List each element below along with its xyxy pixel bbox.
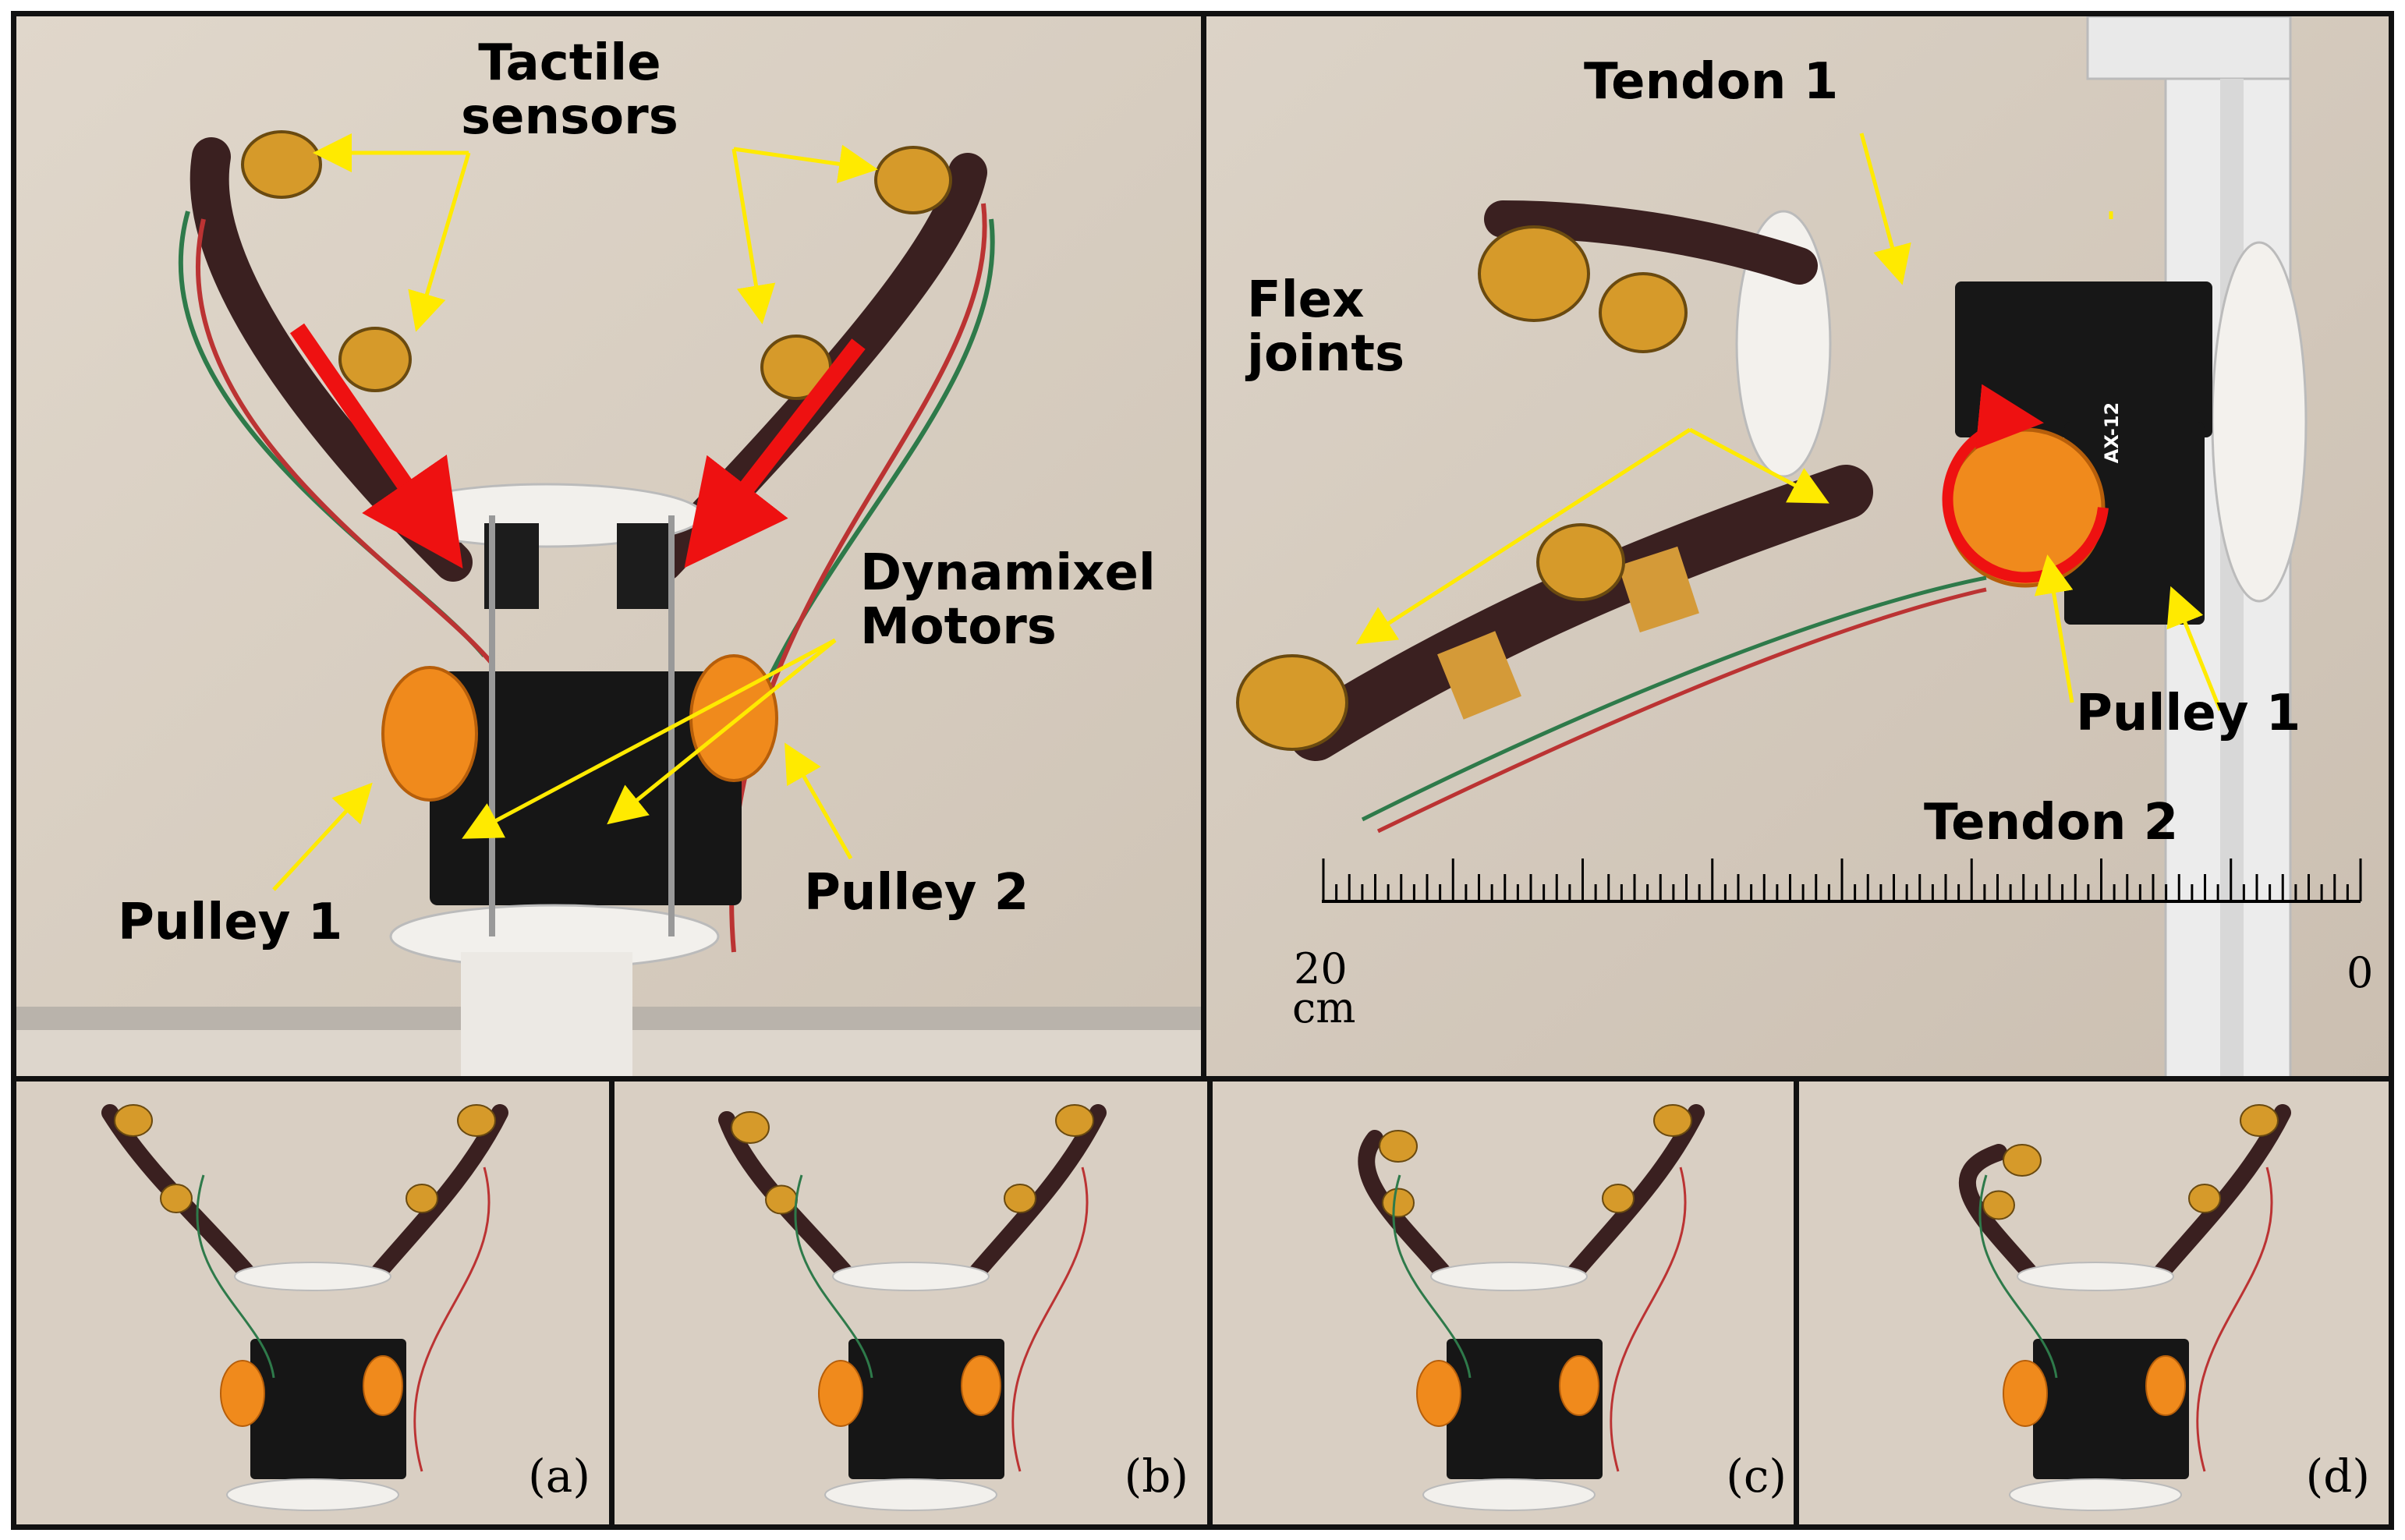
- sequence-panel-d: (d): [1794, 1076, 2394, 1530]
- sequence-a-illustration: [16, 1082, 609, 1524]
- top-plate: [1430, 1262, 1588, 1291]
- label-pulley-1: Pulley 1: [118, 894, 343, 951]
- label-pulley-1-top-view: Pulley 1: [2076, 685, 2301, 742]
- tactile-sensor: [2188, 1184, 2221, 1213]
- wire: [2196, 1167, 2273, 1472]
- motor-model-label: AX-12: [2101, 402, 2123, 464]
- label-tendon-1: Tendon 1: [1584, 53, 1839, 111]
- tactile-sensor: [731, 1111, 770, 1144]
- pulley-2: [363, 1355, 403, 1416]
- tactile-sensor: [114, 1104, 153, 1137]
- label-pulley-2: Pulley 2: [804, 864, 1029, 922]
- sequence-panel-b: (b): [609, 1076, 1213, 1530]
- tactile-sensor: [1379, 1130, 1418, 1163]
- tactile-sensor: [2003, 1144, 2042, 1177]
- tactile-sensor: [1982, 1190, 2015, 1220]
- top-plate: [2017, 1262, 2174, 1291]
- sequence-panel-c: (c): [1207, 1076, 1811, 1530]
- label-tactile-sensors: Tactile sensors: [461, 34, 678, 147]
- label-flex-joints: Flex joints: [1247, 271, 1405, 384]
- wire: [1392, 1174, 1472, 1379]
- tactile-sensor: [1602, 1184, 1635, 1213]
- bottom-plate: [2009, 1478, 2182, 1511]
- tactile-sensor: [1004, 1184, 1036, 1213]
- sequence-letter-d: (d): [2305, 1450, 2370, 1503]
- pulley-1: [2003, 1360, 2048, 1427]
- bottom-plate: [226, 1478, 399, 1511]
- wire: [794, 1174, 873, 1379]
- bottom-plate: [1422, 1478, 1596, 1511]
- top-plate: [832, 1262, 990, 1291]
- tactile-sensor: [457, 1104, 496, 1137]
- wire: [1610, 1167, 1687, 1472]
- left-finger: [1958, 1144, 2042, 1285]
- ruler-unit: cm: [1292, 983, 1356, 1032]
- ruler-left-value: 20: [1294, 944, 1348, 993]
- pulley-2: [1559, 1355, 1599, 1416]
- right-finger: [1563, 1104, 1705, 1285]
- tactile-sensor: [2240, 1104, 2279, 1137]
- ruler-right-value: 0: [2347, 948, 2374, 997]
- right-finger: [367, 1104, 508, 1285]
- right-finger: [2149, 1104, 2291, 1285]
- pulley-2: [2145, 1355, 2186, 1416]
- label-dynamixel-motors: Dynamixel Motors: [860, 544, 1156, 657]
- sequence-letter-a: (a): [528, 1450, 590, 1503]
- tactile-sensor: [765, 1184, 798, 1215]
- tactile-sensor: [160, 1184, 193, 1213]
- photo-panel-top-view: Tendon 1 Flex joints Pulley 1 Tendon 2 2…: [1201, 11, 2394, 1087]
- top-view-illustration: [1206, 16, 2389, 1082]
- right-finger: [965, 1104, 1107, 1285]
- pulley-2: [961, 1355, 1001, 1416]
- tactile-sensor: [406, 1184, 438, 1213]
- sequence-c-illustration: [1213, 1082, 1805, 1524]
- tactile-sensor: [1382, 1188, 1415, 1218]
- sequence-b-illustration: [615, 1082, 1207, 1524]
- sequence-letter-b: (b): [1124, 1450, 1188, 1503]
- tactile-sensor: [1653, 1104, 1692, 1137]
- top-plate: [234, 1262, 391, 1291]
- sequence-panel-a: (a): [11, 1076, 615, 1530]
- pulley-1: [1416, 1360, 1461, 1427]
- sequence-letter-c: (c): [1726, 1450, 1787, 1503]
- label-tendon-2: Tendon 2: [1924, 794, 2179, 851]
- photo-panel-front-view: Tactile sensors Dynamixel Motors Pulley …: [11, 11, 1212, 1087]
- pulley-1: [220, 1360, 265, 1427]
- wire: [196, 1174, 275, 1379]
- tactile-sensor: [1055, 1104, 1094, 1137]
- wire: [1978, 1174, 2058, 1379]
- front-view-illustration: [16, 16, 1206, 1082]
- bottom-plate: [824, 1478, 997, 1511]
- pulley-1: [818, 1360, 863, 1427]
- sequence-d-illustration: [1799, 1082, 2389, 1524]
- wire: [413, 1167, 491, 1472]
- wire: [1011, 1167, 1089, 1472]
